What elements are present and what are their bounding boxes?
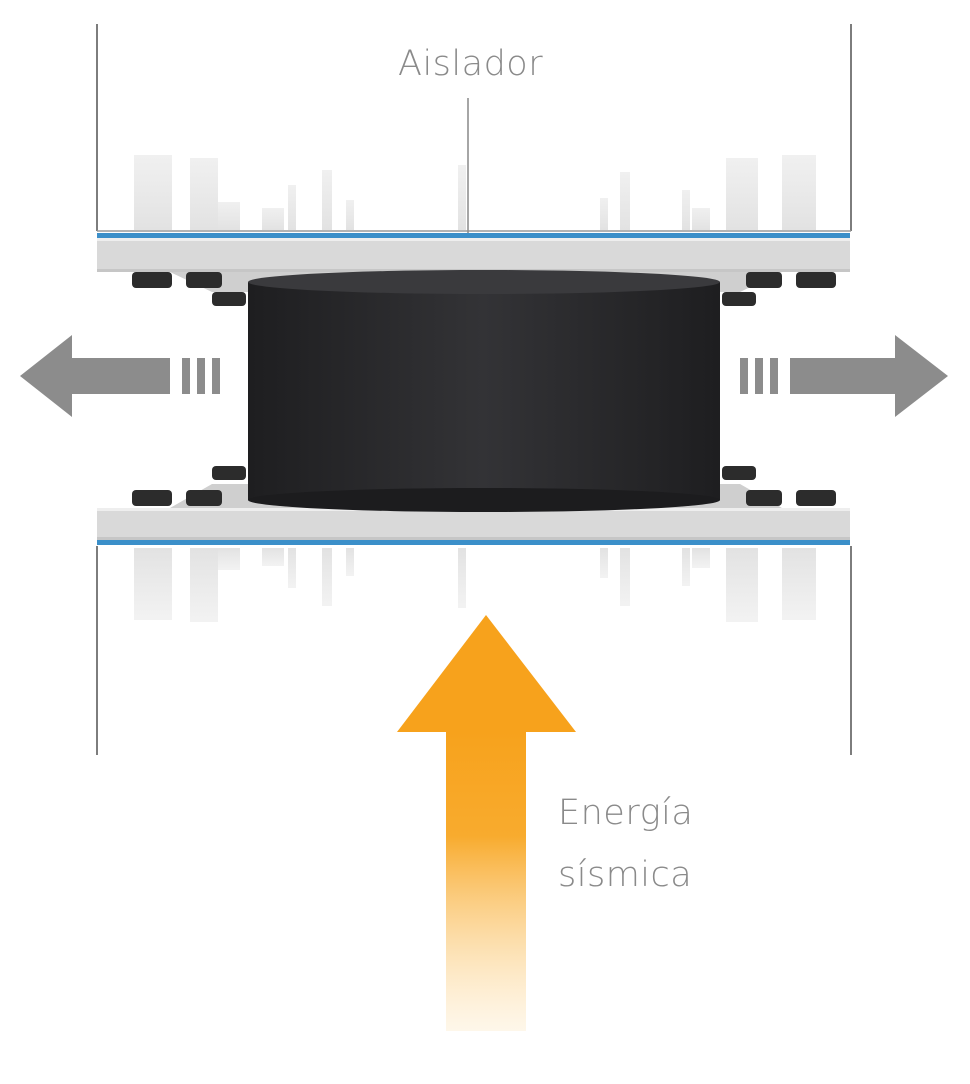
arrow-up-icon — [397, 615, 576, 1031]
seismic-energy-label-line2: sísmica — [558, 855, 693, 895]
isolator-label: Aislador — [398, 44, 544, 84]
seismic-energy-label-line1: Energía — [558, 793, 694, 833]
arrow-right-icon — [740, 335, 948, 417]
seismic-energy-label: Energía sísmica — [558, 782, 693, 906]
arrow-left-icon — [20, 335, 220, 417]
rubber-core — [248, 270, 720, 512]
bolts-top — [132, 272, 836, 306]
bolts-bottom — [132, 466, 836, 506]
ghost-bars-top — [134, 155, 816, 230]
ghost-bars-bottom — [134, 548, 816, 622]
